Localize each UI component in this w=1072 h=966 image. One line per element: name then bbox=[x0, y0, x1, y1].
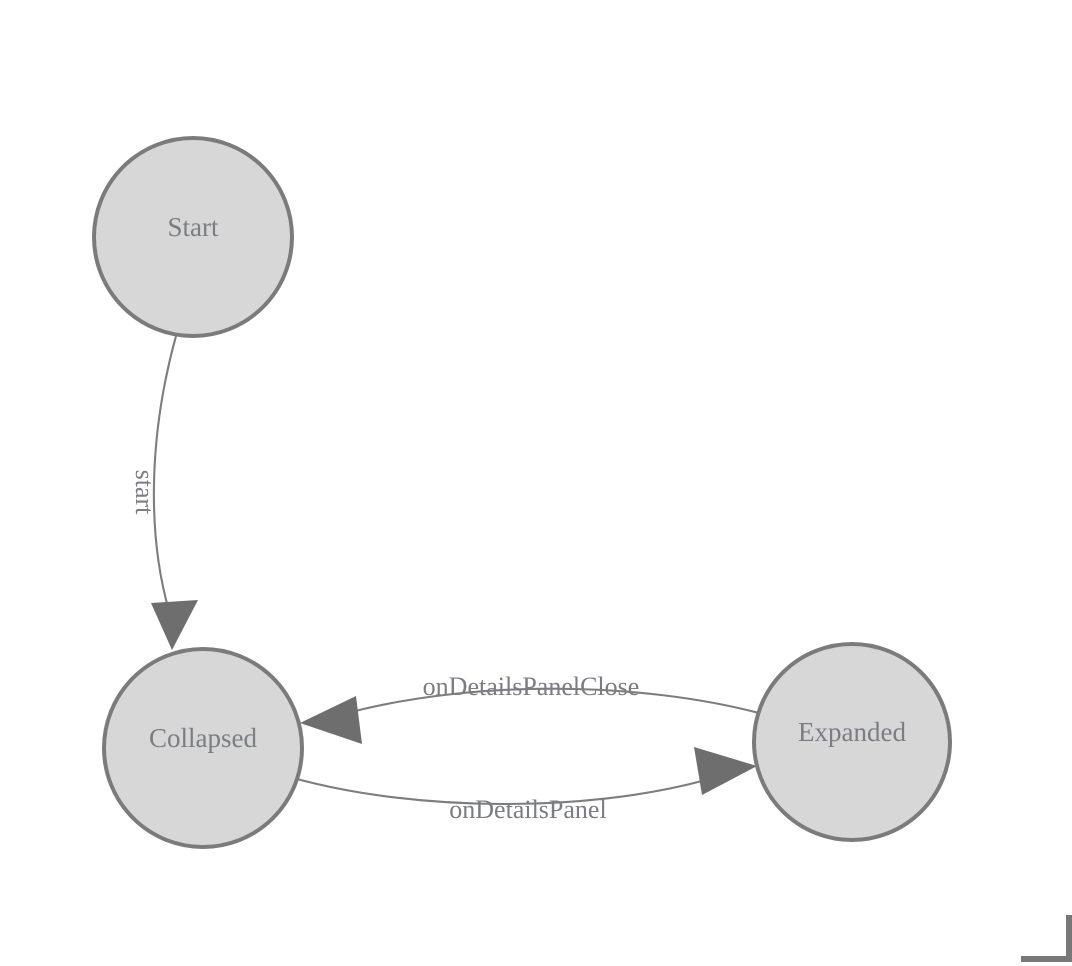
arrowhead-into-collapsed-left bbox=[300, 696, 362, 744]
edge-start-to-collapsed[interactable] bbox=[151, 335, 198, 650]
arrowhead-into-collapsed-top bbox=[151, 600, 198, 650]
edge-label-on-details-panel: onDetailsPanel bbox=[449, 795, 606, 824]
node-start[interactable]: Start bbox=[92, 136, 294, 338]
node-expanded-circle bbox=[752, 642, 952, 842]
resize-handle-icon[interactable] bbox=[1021, 915, 1072, 962]
edge-label-start: start bbox=[130, 470, 159, 516]
node-collapsed-circle bbox=[102, 647, 304, 849]
node-expanded-label: Expanded bbox=[798, 717, 906, 747]
node-expanded[interactable]: Expanded bbox=[752, 642, 952, 842]
node-start-circle bbox=[92, 136, 294, 338]
node-collapsed[interactable]: Collapsed bbox=[102, 647, 304, 849]
node-collapsed-label: Collapsed bbox=[149, 723, 257, 753]
edge-path-collapsed-to-expanded bbox=[296, 777, 703, 806]
edge-path-start-to-collapsed bbox=[152, 335, 178, 612]
edge-path-expanded-to-collapsed bbox=[354, 687, 760, 715]
arrowhead-into-expanded bbox=[694, 747, 757, 795]
node-start-label: Start bbox=[168, 212, 219, 242]
edge-collapsed-to-expanded[interactable] bbox=[296, 747, 757, 806]
edge-label-on-details-panel-close: onDetailsPanelClose bbox=[423, 672, 640, 701]
edge-expanded-to-collapsed[interactable] bbox=[300, 687, 760, 744]
